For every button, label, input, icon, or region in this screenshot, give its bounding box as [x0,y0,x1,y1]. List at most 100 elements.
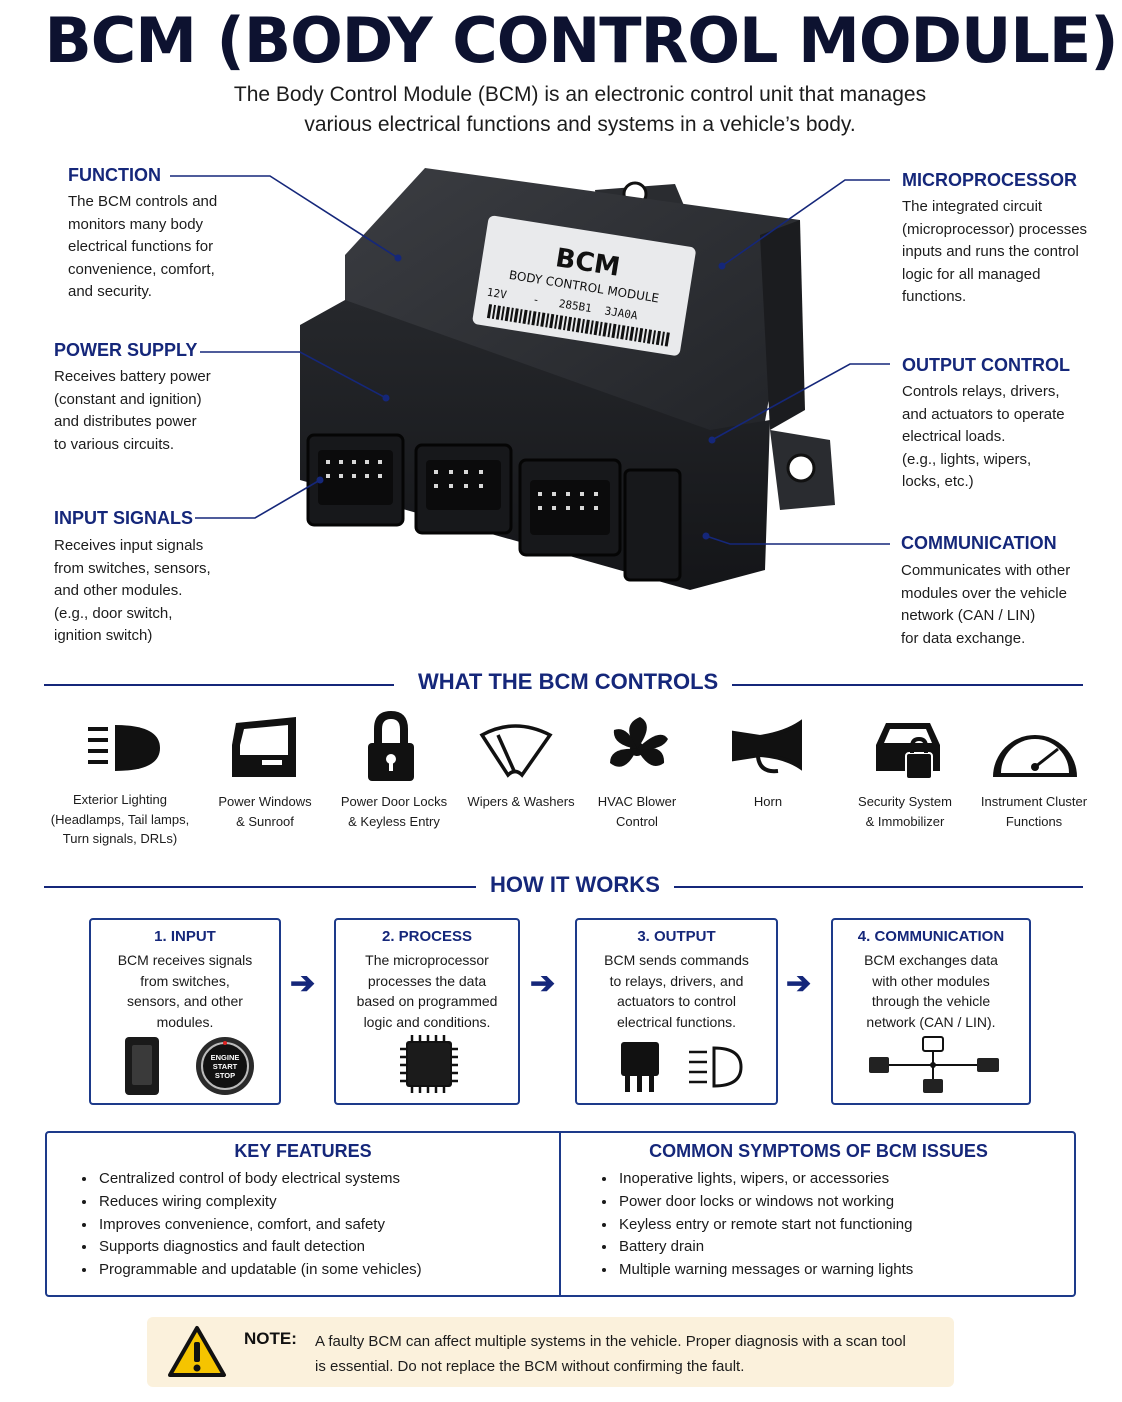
callout-comm-heading: COMMUNICATION [901,533,1057,553]
barcode-bar [593,320,599,336]
barcode-bar [642,328,648,343]
step-communication-text: BCM exchanges data with other modules th… [864,952,998,1030]
barcode-bar [598,321,603,336]
connector-pin [365,474,369,478]
list-item: Supports diagnostics and fault detection [97,1236,422,1259]
car-lock-icon [876,723,940,780]
headlamp-icon [88,725,160,771]
barcode-bar [495,305,501,320]
light-output-icon [689,1046,743,1088]
barcode-bar [634,327,639,342]
control-label-security: Security System & Immobilizer [858,794,952,829]
callout-comm-text: Communicates with other modules over the… [901,562,1071,647]
step-output: 3. OUTPUT BCM sends commands to relays, … [575,918,778,1105]
barcode-bar [500,306,505,321]
callout-micro-text: The integrated circuit (microprocessor) … [902,198,1088,305]
section-rule-left [44,684,394,686]
connector-pin [538,506,542,510]
barcode-bar [536,311,541,327]
note-line-1: A faulty BCM can affect multiple systems… [315,1333,906,1350]
barcode-bar [562,316,568,331]
barcode-bar [607,323,612,338]
input-switch-icons: ENGINE START STOP [125,1037,254,1095]
connector-pin [566,506,570,510]
key-features-list: Centralized control of body electrical s… [47,1168,422,1282]
padlock-icon [368,711,414,781]
page-subtitle: The Body Control Module (BCM) is an elec… [233,83,927,136]
step-communication-heading: 4. COMMUNICATION [857,928,1005,945]
housing-side [760,220,805,430]
connector-pin [580,506,584,510]
connector-pin [538,492,542,496]
callout-function-heading: FUNCTION [68,165,161,185]
connector-pin [552,506,556,510]
svg-text:START: START [213,1062,238,1071]
list-item: Power door locks or windows not working [617,1191,913,1214]
barcode-bar [527,310,532,325]
connector-pin [449,470,453,474]
barcode-bar [513,308,519,323]
features-symptoms-box: KEY FEATURES Centralized control of body… [45,1131,1076,1297]
step-output-text: BCM sends commands to relays, drivers, a… [604,952,749,1030]
callout-micro-heading: MICROPROCESSOR [902,170,1078,190]
controls-heading: WHAT THE BCM CONTROLS [404,669,733,695]
svg-text:STOP: STOP [215,1071,235,1080]
mount-hole-right [786,453,816,483]
leader-output [711,363,890,441]
barcode-bar [518,309,523,324]
list-item: Reduces wiring complexity [97,1191,422,1214]
callout-power-text: Receives battery power (constant and ign… [54,368,211,453]
barcode-bar [620,325,626,340]
leader-comm [705,535,890,545]
section-rule-right [720,684,1083,686]
barcode-bar [549,313,555,329]
list-item: Centralized control of body electrical s… [97,1168,422,1191]
barcode-bar [486,304,493,319]
barcode [486,304,670,347]
callout-output-text: Controls relays, drivers, and actuators … [902,383,1065,490]
callout-output-heading: OUTPUT CONTROL [902,355,1070,375]
connector-pin [339,474,343,478]
output-icons [621,1042,743,1092]
leader-micro [721,179,890,267]
barcode-bar [625,325,630,341]
relay-icon [621,1042,659,1092]
connector-pin [434,484,438,488]
connector-pin [566,492,570,496]
barcode-bar [571,317,577,332]
connector-pin [449,484,453,488]
connector-pin [464,484,468,488]
control-label-horn: Horn [753,794,783,809]
connector-pin [326,474,330,478]
barcode-bar [611,323,617,339]
note-text: A faulty BCM can affect multiple systems… [315,1329,906,1379]
connector-pin [552,492,556,496]
connector-pin [339,460,343,464]
step-process: 2. PROCESS The microprocessor processes … [334,918,520,1105]
connector-pin [434,470,438,474]
barcode-bar [531,311,537,326]
control-label-locks: Power Door Locks & Keyless Entry [340,794,448,829]
window-switch-icon [125,1037,159,1095]
control-label-wipers: Wipers & Washers [467,794,575,809]
arrow-2-icon: ➔ [530,967,556,1000]
note-label: NOTE: [244,1329,297,1348]
wiper-icon [479,724,553,778]
page-title: BCM (BODY CONTROL MODULE) [44,4,1118,77]
barcode-bar [589,320,594,335]
bcm-module-illustration: BCM BODY CONTROL MODULE 12V - 285B1 3JA0… [170,168,890,590]
barcode-bar [638,328,644,343]
connector-pin [352,474,356,478]
barcode-bar [664,332,670,347]
step-process-text: The microprocessor processes the data ba… [356,952,498,1030]
leader-power [200,351,387,399]
barcode-bar [491,304,497,320]
barcode-bar [504,306,510,322]
note-line-2: is essential. Do not replace the BCM wit… [315,1358,745,1375]
connector-pin [580,492,584,496]
step-process-heading: 2. PROCESS [381,928,473,945]
barcode-bar [602,322,608,337]
step-input: 1. INPUT BCM receives signals from switc… [89,918,281,1105]
control-label-cluster: Instrument Cluster Functions [980,794,1088,829]
microchip-icon [400,1035,458,1093]
